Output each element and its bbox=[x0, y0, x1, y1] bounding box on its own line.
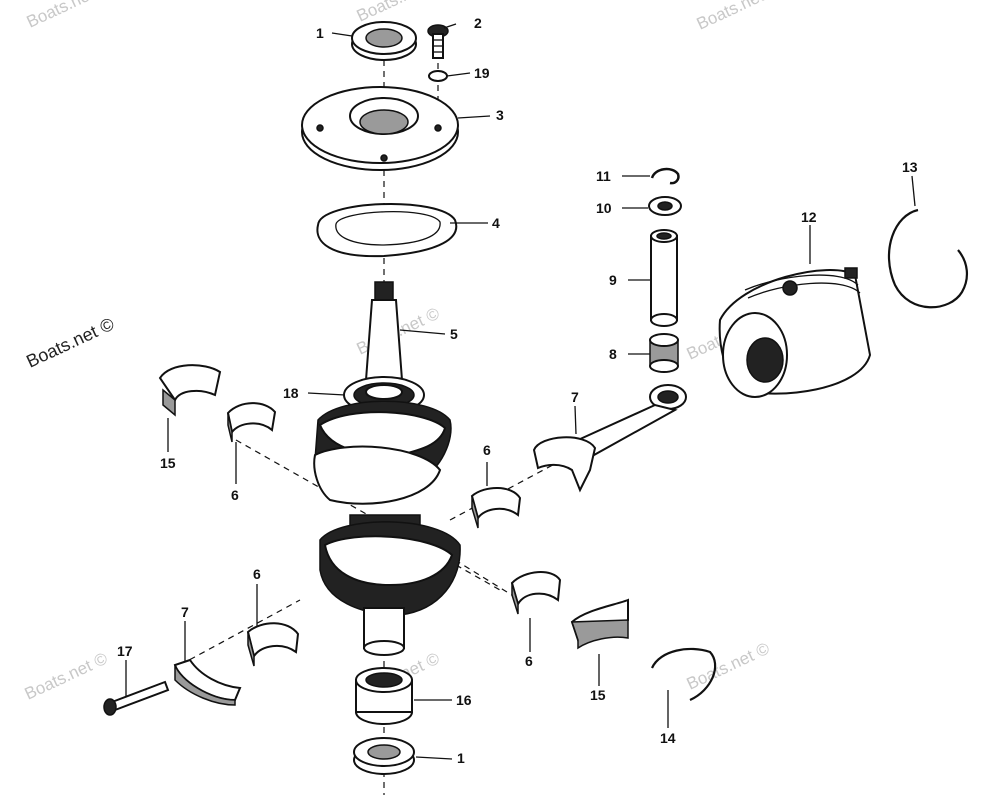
thrust-bearing-right bbox=[570, 598, 629, 650]
callout-6-lower-left: 6 bbox=[253, 566, 261, 582]
callout-3: 3 bbox=[496, 107, 504, 123]
crankshaft bbox=[313, 281, 461, 656]
piston-pin-clip bbox=[650, 167, 680, 185]
callout-6-upper-right: 6 bbox=[483, 442, 491, 458]
gasket bbox=[316, 203, 458, 258]
callout-6-lower-right: 6 bbox=[525, 653, 533, 669]
wrist-pin-bearing bbox=[649, 333, 679, 373]
callout-18: 18 bbox=[283, 385, 299, 401]
watermark-top-center: Boats.net © bbox=[354, 0, 443, 26]
piston-pin-washer bbox=[648, 196, 682, 216]
oil-seal-bottom bbox=[353, 737, 415, 775]
piston-ring bbox=[887, 208, 968, 309]
piston-pin bbox=[650, 229, 678, 327]
watermark-bottom-left: Boats.net © bbox=[22, 649, 111, 704]
thrust-bearing-left bbox=[158, 364, 222, 417]
assembly-line-lower bbox=[454, 559, 521, 601]
callout-13: 13 bbox=[902, 159, 918, 175]
callout-1-top: 1 bbox=[316, 25, 324, 41]
callout-12: 12 bbox=[801, 209, 817, 225]
callout-17: 17 bbox=[117, 643, 133, 659]
watermark-bottom-right: Boats.net © bbox=[684, 639, 773, 694]
watermark-main: Boats.net © bbox=[23, 314, 117, 372]
callout-19: 19 bbox=[474, 65, 490, 81]
connecting-rod bbox=[532, 384, 687, 493]
callout-7-cap: 7 bbox=[181, 604, 189, 620]
oil-seal-top bbox=[351, 21, 417, 61]
callout-2: 2 bbox=[474, 15, 482, 31]
leader-lines bbox=[125, 23, 916, 760]
callout-15-right: 15 bbox=[590, 687, 606, 703]
assembly-line-cap bbox=[179, 599, 301, 666]
needle-bearing-lower-right bbox=[510, 571, 562, 615]
callout-4: 4 bbox=[492, 215, 500, 231]
bearing-flange bbox=[301, 86, 459, 171]
watermark-top-right: Boats.net © bbox=[694, 0, 783, 34]
callout-11: 11 bbox=[596, 168, 611, 184]
piston bbox=[718, 267, 872, 398]
callout-6-upper-left: 6 bbox=[231, 487, 239, 503]
callout-16: 16 bbox=[456, 692, 472, 708]
needle-bearing-lower-left bbox=[246, 622, 300, 667]
needle-bearing-upper-right bbox=[470, 487, 522, 529]
lock-washer bbox=[428, 70, 448, 82]
rod-cap-bolt bbox=[103, 680, 170, 716]
callout-10: 10 bbox=[596, 200, 612, 216]
watermark-top-left: Boats.net © bbox=[24, 0, 113, 32]
connecting-rod-cap bbox=[173, 658, 242, 706]
callout-8: 8 bbox=[609, 346, 617, 362]
screw bbox=[427, 24, 449, 59]
snap-ring-lower bbox=[650, 647, 717, 702]
lower-roller-bearing bbox=[355, 667, 413, 725]
callout-14: 14 bbox=[660, 730, 676, 746]
needle-bearing-upper-left bbox=[226, 402, 277, 443]
callout-5: 5 bbox=[450, 326, 458, 342]
callout-7-rod: 7 bbox=[571, 389, 579, 405]
callout-15-left: 15 bbox=[160, 455, 176, 471]
callout-1-bottom: 1 bbox=[457, 750, 465, 766]
callout-9: 9 bbox=[609, 272, 617, 288]
